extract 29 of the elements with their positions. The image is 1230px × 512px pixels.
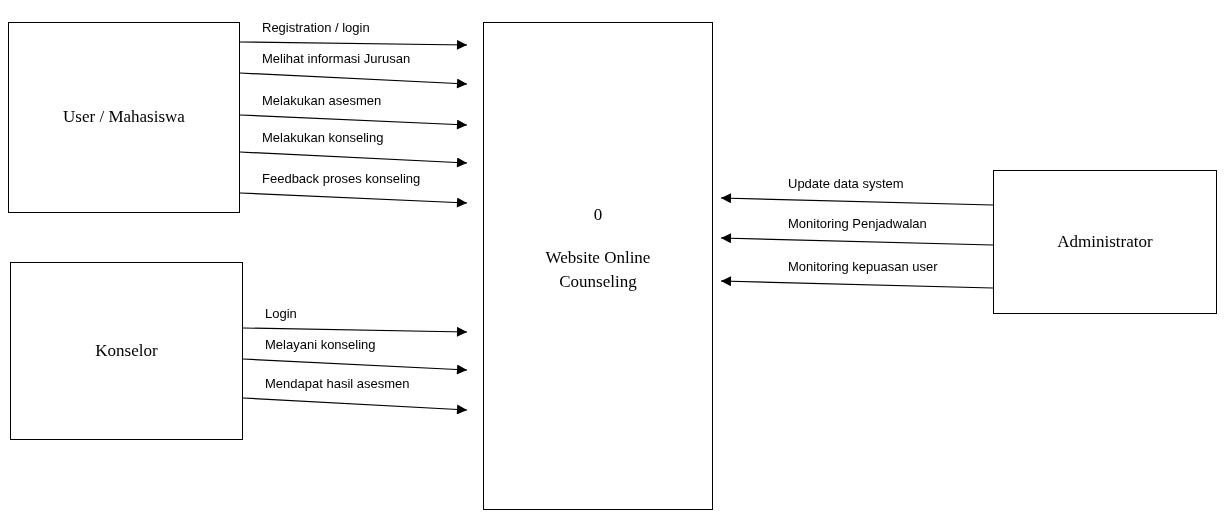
edge-label: Melakukan konseling xyxy=(260,130,386,146)
edge-label: Login xyxy=(263,306,299,322)
edge-label: Monitoring kepuasan user xyxy=(786,259,940,275)
edge-label: Mendapat hasil asesmen xyxy=(263,376,412,392)
arrow xyxy=(239,192,468,208)
entity-box xyxy=(10,262,243,440)
arrow xyxy=(239,39,468,50)
entity-box xyxy=(993,170,1217,314)
edge-label: Melayani konseling xyxy=(263,337,378,353)
process-box xyxy=(483,22,713,510)
process-number: 0 xyxy=(593,204,603,226)
edge-label: Feedback proses konseling xyxy=(260,171,423,187)
node-label: User / Mahasiswa xyxy=(63,106,185,129)
arrow xyxy=(242,358,468,375)
edge-label: Registration / login xyxy=(260,20,372,36)
arrow xyxy=(720,193,994,206)
arrow xyxy=(720,233,994,246)
arrow xyxy=(239,72,468,89)
arrow xyxy=(239,114,468,130)
arrow xyxy=(720,276,994,289)
entity-box xyxy=(8,22,240,213)
arrow xyxy=(239,151,468,168)
node-label: Administrator xyxy=(1057,230,1153,253)
edge-label: Update data system xyxy=(786,176,906,192)
node-label: Website Online Counseling xyxy=(544,246,652,294)
node-label: Konselor xyxy=(95,339,158,362)
arrow xyxy=(242,326,468,337)
edge-label: Monitoring Penjadwalan xyxy=(786,216,929,232)
arrow xyxy=(242,397,468,415)
